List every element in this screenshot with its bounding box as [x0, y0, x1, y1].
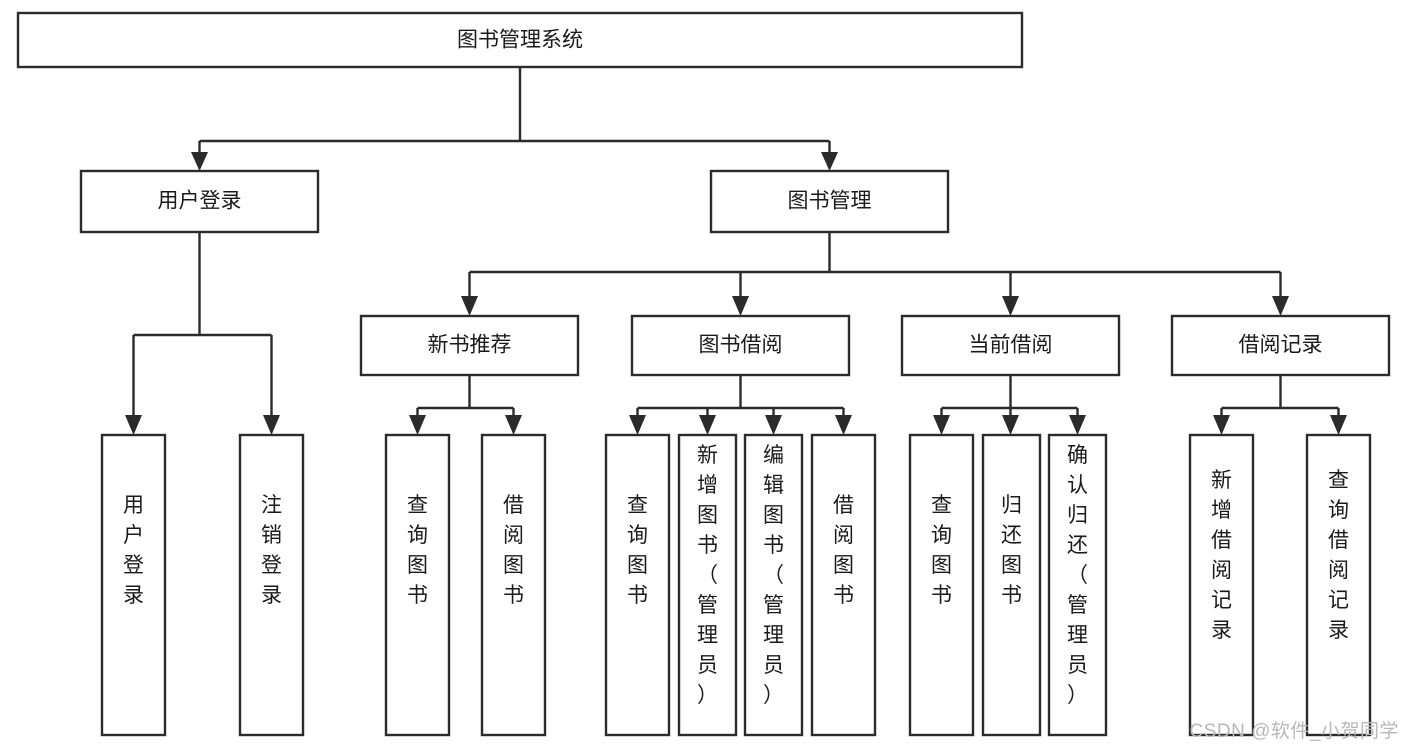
node-new-book-rec-box[interactable]	[359, 314, 580, 377]
node-leaf-add-record-label: 新增借阅记录	[1211, 469, 1232, 642]
node-book-borrow-label: 图书借阅	[699, 334, 783, 357]
node-leaf-add-book[interactable]: 新增图书（管理员）	[677, 433, 738, 737]
node-leaf-query-book-rec-label: 查询图书	[407, 494, 428, 607]
arrowhead-leaf-user-login	[125, 415, 142, 435]
node-book-borrow-box[interactable]	[630, 314, 851, 377]
arrowhead-book-borrow	[732, 296, 749, 316]
node-leaf-add-book-box[interactable]	[677, 433, 738, 737]
node-leaf-add-record-box[interactable]	[1188, 433, 1255, 737]
node-new-book-rec[interactable]: 新书推荐	[359, 314, 580, 377]
node-leaf-query-book-cur[interactable]: 查询图书	[908, 433, 975, 737]
connector-layer	[125, 67, 1347, 435]
node-leaf-borrow-book-box[interactable]	[810, 433, 877, 737]
node-book-manage[interactable]: 图书管理	[709, 169, 950, 234]
arrowhead-leaf-borrow-book	[835, 415, 852, 435]
arrowhead-leaf-edit-book	[765, 415, 782, 435]
arrowhead-current-borrow	[1002, 296, 1019, 316]
node-book-manage-label: 图书管理	[788, 190, 872, 213]
node-leaf-query-book-rec[interactable]: 查询图书	[384, 433, 451, 737]
node-leaf-edit-book-box[interactable]	[743, 433, 804, 737]
node-leaf-confirm-return-label: 确认归还（管理员）	[1067, 444, 1088, 707]
node-leaf-return-book-label: 归还图书	[1001, 494, 1022, 607]
node-root-box[interactable]	[16, 11, 1024, 69]
arrowhead-new-book-rec	[461, 296, 478, 316]
node-book-borrow[interactable]: 图书借阅	[630, 314, 851, 377]
node-user-login-box[interactable]	[79, 169, 320, 234]
node-root[interactable]: 图书管理系统	[16, 11, 1024, 69]
arrowhead-book-manage	[821, 152, 838, 171]
node-current-borrow-label: 当前借阅	[969, 334, 1053, 357]
node-leaf-logout-label: 注销登录	[261, 494, 282, 607]
node-leaf-add-book-label: 新增图书（管理员）	[697, 444, 718, 707]
node-current-borrow[interactable]: 当前借阅	[900, 314, 1121, 377]
arrowhead-leaf-query-book-rec	[409, 415, 426, 435]
node-leaf-query-book-cur-label: 查询图书	[931, 494, 952, 607]
node-leaf-borrow-book-rec[interactable]: 借阅图书	[480, 433, 547, 737]
node-new-book-rec-label: 新书推荐	[428, 334, 512, 357]
node-leaf-add-record[interactable]: 新增借阅记录	[1188, 433, 1255, 737]
node-leaf-query-record-label: 查询借阅记录	[1328, 469, 1349, 642]
node-leaf-edit-book-label: 编辑图书（管理员）	[763, 444, 784, 707]
node-leaf-query-book-rec-box[interactable]	[384, 433, 451, 737]
arrowhead-leaf-borrow-book-rec	[505, 415, 522, 435]
arrowhead-leaf-confirm-return	[1069, 415, 1086, 435]
node-book-manage-box[interactable]	[709, 169, 950, 234]
node-leaf-logout-box[interactable]	[238, 433, 305, 737]
node-leaf-logout[interactable]: 注销登录	[238, 433, 305, 737]
node-borrow-record[interactable]: 借阅记录	[1170, 314, 1391, 377]
node-leaf-user-login-label: 用户登录	[123, 494, 144, 607]
node-leaf-query-book-label: 查询图书	[627, 494, 648, 607]
node-leaf-query-book-cur-box[interactable]	[908, 433, 975, 737]
node-root-label: 图书管理系统	[457, 29, 583, 52]
node-leaf-user-login-box[interactable]	[100, 433, 167, 737]
node-leaf-borrow-book-label: 借阅图书	[833, 494, 854, 607]
node-leaf-confirm-return[interactable]: 确认归还（管理员）	[1047, 433, 1108, 737]
node-borrow-record-box[interactable]	[1170, 314, 1391, 377]
arrowhead-user-login	[191, 152, 208, 171]
node-leaf-borrow-book[interactable]: 借阅图书	[810, 433, 877, 737]
arrowhead-leaf-query-book-cur	[933, 415, 950, 435]
node-leaf-edit-book[interactable]: 编辑图书（管理员）	[743, 433, 804, 737]
node-leaf-borrow-book-rec-box[interactable]	[480, 433, 547, 737]
arrowhead-leaf-query-book	[629, 415, 646, 435]
node-leaf-query-book-box[interactable]	[604, 433, 671, 737]
arrowhead-borrow-record	[1272, 296, 1289, 316]
node-leaf-user-login[interactable]: 用户登录	[100, 433, 167, 737]
node-user-login[interactable]: 用户登录	[79, 169, 320, 234]
node-leaf-query-record-box[interactable]	[1305, 433, 1372, 737]
node-user-login-label: 用户登录	[158, 190, 242, 213]
node-leaf-return-book[interactable]: 归还图书	[981, 433, 1042, 737]
arrowhead-leaf-return-book	[1002, 415, 1019, 435]
arrowhead-leaf-add-book	[699, 415, 716, 435]
node-current-borrow-box[interactable]	[900, 314, 1121, 377]
arrowhead-leaf-add-record	[1213, 415, 1230, 435]
node-leaf-confirm-return-box[interactable]	[1047, 433, 1108, 737]
arrowhead-leaf-logout	[263, 415, 280, 435]
node-borrow-record-label: 借阅记录	[1239, 334, 1323, 357]
node-leaf-return-book-box[interactable]	[981, 433, 1042, 737]
node-leaf-query-book[interactable]: 查询图书	[604, 433, 671, 737]
node-leaf-query-record[interactable]: 查询借阅记录	[1305, 433, 1372, 737]
csdn-watermark: CSDN @软件_小贺同学	[1189, 721, 1399, 742]
arrowhead-leaf-query-record	[1330, 415, 1347, 435]
node-leaf-borrow-book-rec-label: 借阅图书	[503, 494, 524, 607]
